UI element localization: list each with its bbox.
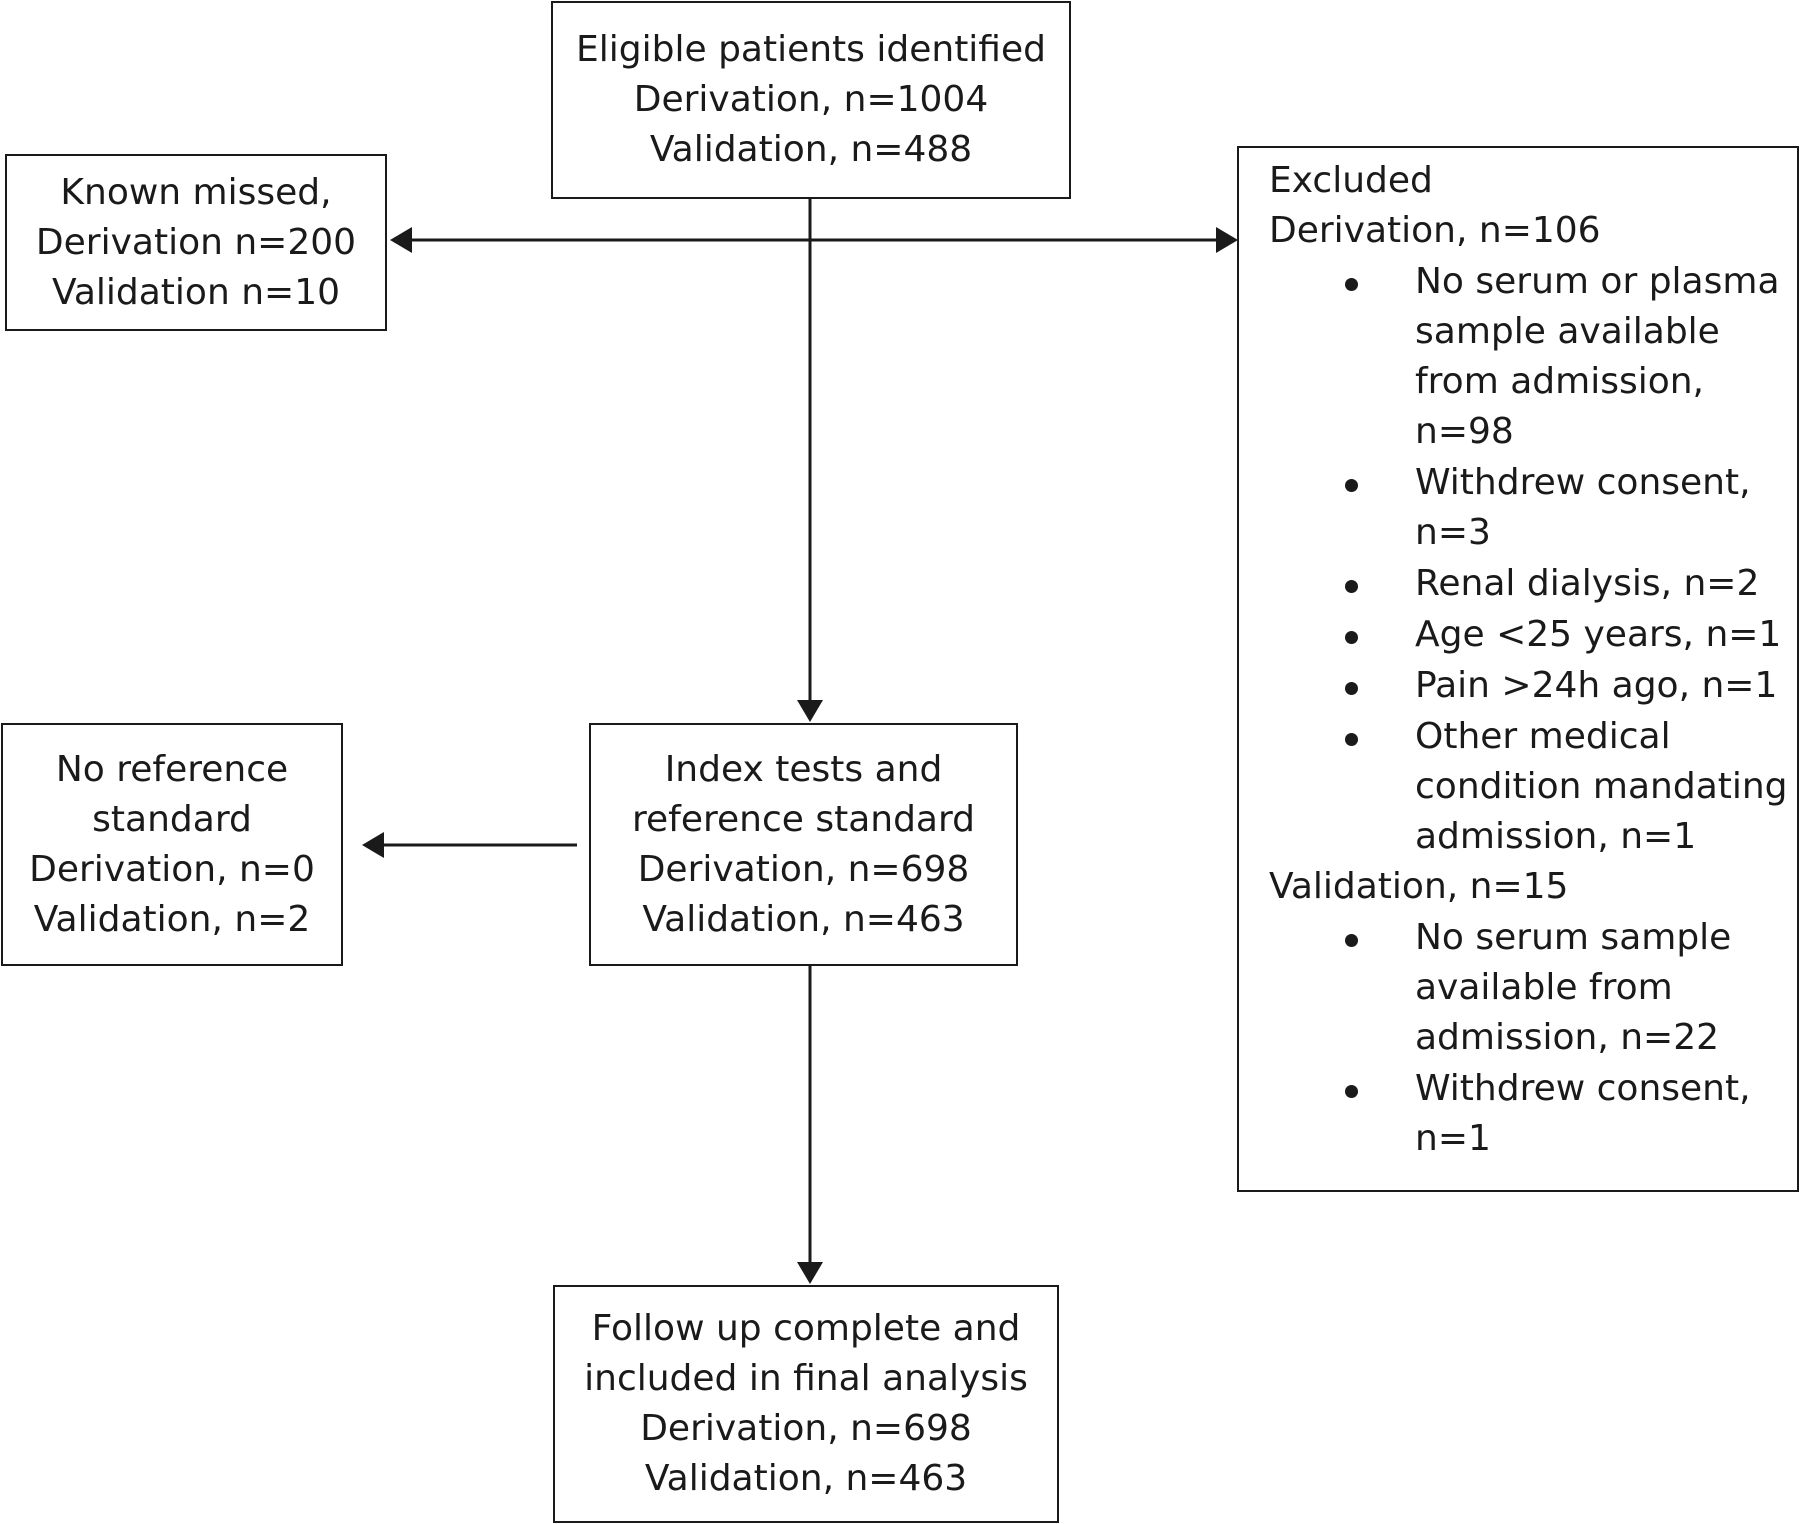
reason-line: No serum sample — [1415, 917, 1732, 958]
derivation-reason-item: No serum or plasma sample available from… — [1269, 257, 1797, 457]
reason-line: admission, n=1 — [1415, 816, 1697, 857]
index-tests-line-3: Derivation, n=698 — [637, 848, 970, 890]
followup-line-2: included in final analysis — [584, 1358, 1028, 1399]
no-reference-standard-box: No reference standard Derivation, n=0 Va… — [1, 723, 343, 966]
derivation-reason-item: Pain >24h ago, n=1 — [1269, 661, 1797, 711]
bullet-icon — [1345, 733, 1358, 746]
arrow-into-known-missed — [390, 227, 412, 253]
excluded-box: Excluded Derivation, n=106 No serum or p… — [1237, 146, 1799, 1192]
arrow-into-followup — [797, 1262, 823, 1284]
known-missed-line-1: Known missed, — [60, 171, 332, 213]
reason-line: Other medical — [1415, 716, 1671, 757]
validation-reason-item: No serum sample available from admission… — [1269, 913, 1797, 1063]
followup-line-4: Validation, n=463 — [644, 1458, 968, 1499]
reason-line: condition mandating — [1415, 766, 1788, 807]
reason-line: Withdrew consent, — [1415, 1068, 1751, 1109]
no-reference-line-4: Validation, n=2 — [33, 898, 311, 940]
reason-line: available from — [1415, 967, 1673, 1008]
bullet-icon — [1345, 278, 1358, 291]
bullet-icon — [1345, 479, 1358, 492]
no-reference-line-3: Derivation, n=0 — [29, 848, 315, 890]
excluded-validation-label: Validation, n=15 — [1269, 866, 1569, 907]
known-missed-line-2: Derivation n=200 — [35, 221, 357, 263]
reason-line: n=98 — [1415, 411, 1514, 452]
reason-line: Age <25 years, n=1 — [1415, 614, 1782, 655]
eligible-line-2: Derivation, n=1004 — [633, 79, 989, 120]
derivation-reason-item: Withdrew consent, n=3 — [1269, 458, 1797, 558]
arrow-into-no-reference — [362, 832, 384, 858]
reason-line: No serum or plasma — [1415, 261, 1780, 302]
followup-box: Follow up complete and included in final… — [553, 1285, 1059, 1523]
eligible-patients-box: Eligible patients identified Derivation,… — [551, 1, 1071, 199]
excluded-title: Excluded — [1269, 160, 1433, 201]
index-tests-line-4: Validation, n=463 — [642, 898, 965, 940]
validation-reasons-list: No serum sample available from admission… — [1269, 913, 1797, 1164]
reason-line: n=3 — [1415, 512, 1491, 553]
index-tests-box: Index tests and reference standard Deriv… — [589, 723, 1018, 966]
bullet-icon — [1345, 682, 1358, 695]
index-tests-line-1: Index tests and — [664, 748, 943, 790]
reason-line: admission, n=22 — [1415, 1017, 1720, 1058]
reason-line: sample available — [1415, 311, 1720, 352]
known-missed-box: Known missed, Derivation n=200 Validatio… — [5, 154, 387, 331]
bullet-icon — [1345, 934, 1358, 947]
no-reference-line-2: standard — [92, 798, 252, 840]
reason-line: Pain >24h ago, n=1 — [1415, 665, 1778, 706]
known-missed-line-3: Validation n=10 — [52, 271, 340, 313]
followup-line-1: Follow up complete and — [591, 1308, 1021, 1349]
reason-line: Renal dialysis, n=2 — [1415, 563, 1760, 604]
validation-reason-item: Withdrew consent, n=1 — [1269, 1064, 1797, 1164]
eligible-line-3: Validation, n=488 — [649, 129, 973, 170]
arrow-into-index-tests — [797, 700, 823, 722]
bullet-icon — [1345, 631, 1358, 644]
index-tests-line-2: reference standard — [631, 798, 976, 840]
excluded-derivation-label: Derivation, n=106 — [1269, 210, 1601, 251]
reason-line: from admission, — [1415, 361, 1705, 402]
reason-line: n=1 — [1415, 1118, 1491, 1159]
bullet-icon — [1345, 1085, 1358, 1098]
bullet-icon — [1345, 580, 1358, 593]
derivation-reason-item: Age <25 years, n=1 — [1269, 610, 1797, 660]
eligible-line-1: Eligible patients identified — [576, 29, 1046, 70]
followup-line-3: Derivation, n=698 — [640, 1408, 972, 1449]
reason-line: Withdrew consent, — [1415, 462, 1751, 503]
derivation-reason-item: Other medical condition mandating admiss… — [1269, 712, 1797, 862]
no-reference-line-1: No reference — [55, 748, 289, 790]
arrow-into-excluded — [1216, 227, 1238, 253]
derivation-reason-item: Renal dialysis, n=2 — [1269, 559, 1797, 609]
derivation-reasons-list: No serum or plasma sample available from… — [1269, 257, 1797, 862]
